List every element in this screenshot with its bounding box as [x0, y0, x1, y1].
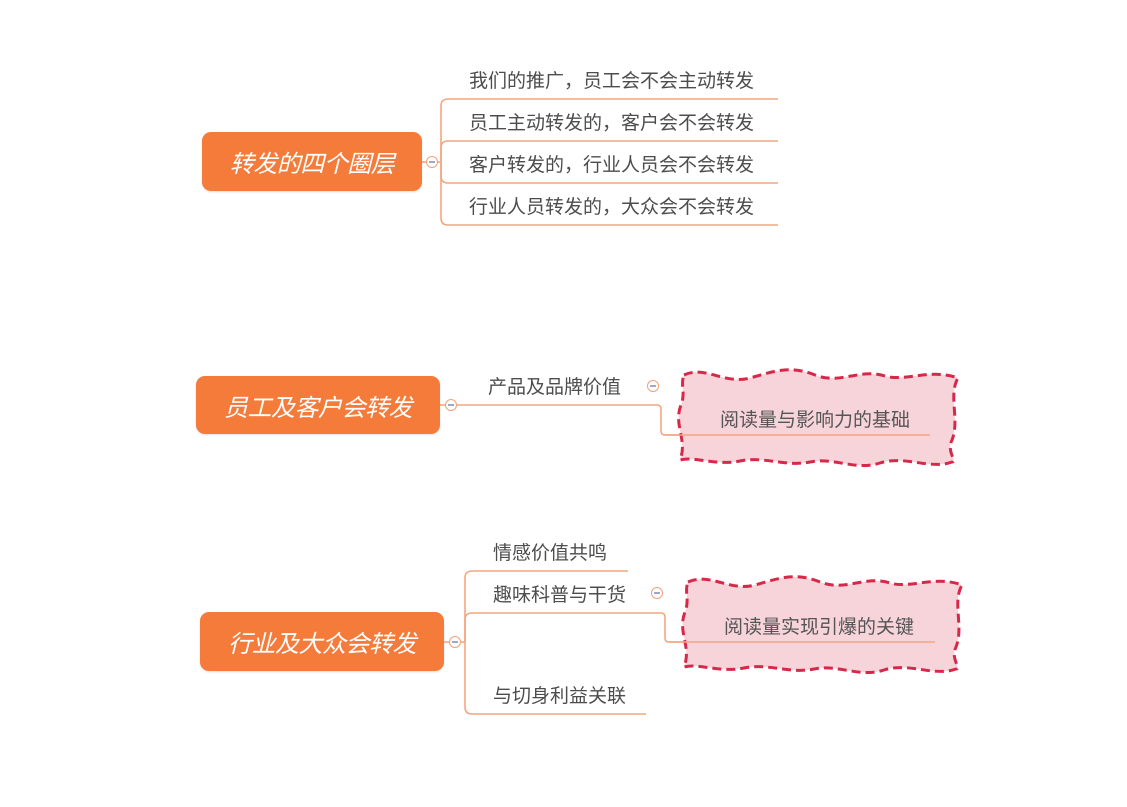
callout-label[interactable]: 阅读量实现引爆的关键 [724, 612, 914, 639]
subtopic-label: 情感价值共鸣 [493, 542, 608, 564]
topic-label: 行业及大众会转发 [228, 630, 417, 658]
subtopic-label: 产品及品牌价值 [488, 376, 622, 398]
subtopic-label: 趣味科普与干货 [493, 584, 627, 606]
callout-label[interactable]: 阅读量与影响力的基础 [720, 405, 910, 432]
subtopic-label: 我们的推广，员工会不会主动转发 [469, 70, 755, 92]
subtopic[interactable]: 与切身利益关联 [493, 684, 626, 708]
subtopic-label: 客户转发的，行业人员会不会转发 [469, 154, 755, 176]
callout-text: 阅读量与影响力的基础 [720, 409, 911, 431]
topic-label: 转发的四个圈层 [229, 150, 395, 178]
minus-circle-icon[interactable] [647, 380, 659, 392]
callout-text: 阅读量实现引爆的关键 [724, 616, 915, 638]
subtopic-label: 与切身利益关联 [493, 685, 627, 707]
subtopic[interactable]: 我们的推广，员工会不会主动转发 [469, 69, 754, 93]
minus-circle-icon[interactable] [449, 636, 461, 648]
subtopic[interactable]: 员工主动转发的，客户会不会转发 [469, 111, 754, 135]
central-topic-staff-clients[interactable]: 员工及客户会转发 [196, 376, 440, 434]
subtopic[interactable]: 产品及品牌价值 [488, 375, 621, 399]
topic-label: 员工及客户会转发 [224, 393, 413, 422]
minus-circle-icon[interactable] [445, 399, 457, 411]
subtopic-label: 员工主动转发的，客户会不会转发 [469, 112, 755, 134]
subtopic[interactable]: 情感价值共鸣 [493, 541, 607, 565]
minus-circle-icon[interactable] [651, 587, 663, 599]
subtopic[interactable]: 行业人员转发的，大众会不会转发 [469, 195, 754, 219]
subtopic-label: 行业人员转发的，大众会不会转发 [469, 196, 755, 218]
central-topic-forwarding-circles[interactable]: 转发的四个圈层 [202, 132, 422, 191]
minus-circle-icon[interactable] [426, 156, 438, 168]
subtopic[interactable]: 客户转发的，行业人员会不会转发 [469, 153, 754, 177]
subtopic[interactable]: 趣味科普与干货 [493, 583, 626, 607]
central-topic-industry-public[interactable]: 行业及大众会转发 [200, 612, 444, 671]
